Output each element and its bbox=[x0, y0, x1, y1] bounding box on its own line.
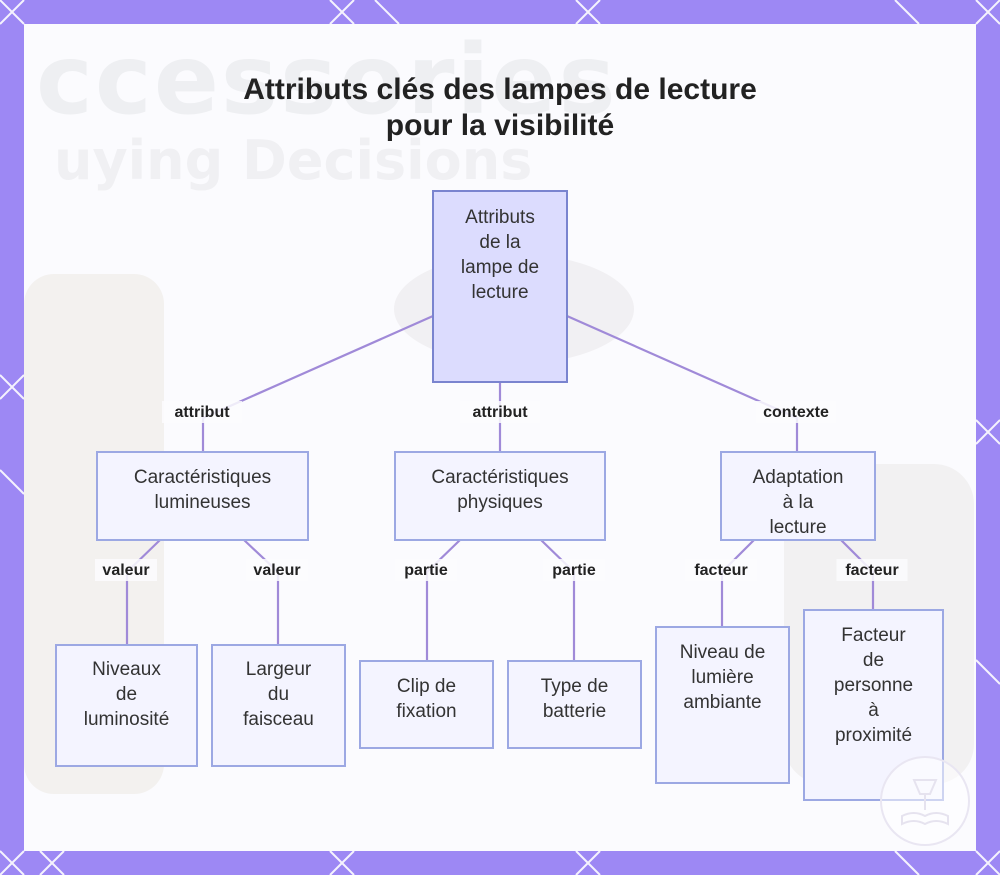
node-label-lumineuses-line-1: Caractéristiques bbox=[134, 467, 271, 488]
node-ambiante: Niveau de lumière ambiante bbox=[655, 626, 790, 784]
node-box-lumineuses bbox=[96, 451, 309, 541]
node-box-ambiante bbox=[655, 626, 790, 784]
node-label-physiques-line-1: Caractéristiques bbox=[431, 467, 568, 488]
node-label-proximite-line-5: proximité bbox=[835, 725, 912, 746]
node-box-faisceau bbox=[211, 644, 346, 767]
edge-label-root-to-lumineuses: attribut bbox=[174, 404, 230, 421]
node-label-adaptation-line-2: à la bbox=[783, 492, 814, 513]
edge-label-lumineuses-to-luminosite: valeur bbox=[102, 562, 149, 579]
edge-label-adaptation-to-proximite: facteur bbox=[845, 562, 898, 579]
edge-label-background bbox=[836, 559, 908, 581]
edge-root-to-adaptation bbox=[566, 314, 799, 452]
edge-lumineuses-to-faisceau bbox=[243, 539, 280, 645]
node-label-luminosite-line-2: de bbox=[116, 684, 137, 705]
edge-label-background bbox=[95, 559, 157, 581]
edge-label-background bbox=[756, 401, 836, 423]
edge-label-root-to-physiques: attribut bbox=[472, 404, 528, 421]
node-label-root-line-1: Attributs bbox=[465, 207, 535, 228]
edge-label-adaptation-to-ambiante: facteur bbox=[694, 562, 747, 579]
node-box-batterie bbox=[507, 660, 642, 749]
title-line-1: Attributs clés des lampes de lecture bbox=[243, 73, 757, 106]
node-label-root-line-4: lecture bbox=[471, 282, 528, 303]
node-label-ambiante-line-3: ambiante bbox=[683, 692, 761, 713]
edge-label-background bbox=[162, 401, 242, 423]
node-label-luminosite-line-1: Niveaux bbox=[92, 659, 161, 680]
node-label-ambiante-line-2: lumière bbox=[691, 667, 753, 688]
node-adaptation: Adaptation à la lecture bbox=[720, 451, 876, 541]
edge-label-background bbox=[685, 559, 757, 581]
edge-label-lumineuses-to-faisceau: valeur bbox=[253, 562, 300, 579]
node-label-ambiante-line-1: Niveau de bbox=[680, 642, 766, 663]
edge-adaptation-to-ambiante bbox=[720, 539, 755, 627]
node-label-luminosite-line-3: luminosité bbox=[84, 709, 170, 730]
node-faisceau: Largeur du faisceau bbox=[211, 644, 346, 767]
node-label-faisceau-line-3: faisceau bbox=[243, 709, 314, 730]
edge-physiques-to-batterie bbox=[540, 539, 576, 661]
node-label-physiques-line-2: physiques bbox=[457, 492, 543, 513]
node-label-batterie-line-1: Type de bbox=[541, 676, 609, 697]
title-line-2: pour la visibilité bbox=[385, 109, 615, 142]
background-watermark-sub: uying Decisions bbox=[54, 129, 533, 192]
node-label-clip-line-2: fixation bbox=[396, 701, 456, 722]
edge-label-background bbox=[246, 559, 308, 581]
node-label-root-line-3: lampe de bbox=[461, 257, 539, 278]
node-label-batterie-line-2: batterie bbox=[543, 701, 606, 722]
edge-physiques-to-clip bbox=[425, 539, 461, 661]
edge-label-root-to-adaptation: contexte bbox=[763, 404, 829, 421]
node-label-adaptation-line-1: Adaptation bbox=[753, 467, 844, 488]
node-box-adaptation bbox=[720, 451, 876, 541]
node-box-physiques bbox=[394, 451, 606, 541]
node-label-adaptation-line-3: lecture bbox=[769, 517, 826, 538]
node-root: Attributs de la lampe de lecture bbox=[432, 190, 568, 383]
node-label-clip-line-1: Clip de bbox=[397, 676, 456, 697]
diagram-title: Attributs clés des lampes de lecture pou… bbox=[0, 72, 1000, 144]
node-luminosite: Niveaux de luminosité bbox=[55, 644, 198, 767]
node-batterie: Type de batterie bbox=[507, 660, 642, 749]
node-physiques: Caractéristiques physiques bbox=[394, 451, 606, 541]
edge-label-background bbox=[395, 559, 457, 581]
edge-label-physiques-to-clip: partie bbox=[404, 562, 448, 579]
edge-root-to-lumineuses bbox=[201, 314, 434, 452]
edge-label-background bbox=[460, 401, 540, 423]
edge-labels-layer: attribut attribut contexte valeur valeur part… bbox=[95, 401, 908, 581]
edge-lumineuses-to-luminosite bbox=[125, 539, 161, 645]
node-label-faisceau-line-2: du bbox=[268, 684, 289, 705]
node-label-proximite-line-1: Facteur bbox=[841, 625, 906, 646]
node-box-root bbox=[432, 190, 568, 383]
edge-label-physiques-to-batterie: partie bbox=[552, 562, 596, 579]
node-lumineuses: Caractéristiques lumineuses bbox=[96, 451, 309, 541]
lamp-book-icon bbox=[880, 756, 970, 846]
node-label-lumineuses-line-2: lumineuses bbox=[154, 492, 250, 513]
node-label-root-line-2: de la bbox=[479, 232, 521, 253]
node-clip: Clip de fixation bbox=[359, 660, 494, 749]
node-label-proximite-line-2: de bbox=[863, 650, 884, 671]
node-label-proximite-line-4: à bbox=[868, 700, 879, 721]
node-box-luminosite bbox=[55, 644, 198, 767]
background-watermark: ccessories bbox=[36, 24, 618, 136]
node-label-faisceau-line-1: Largeur bbox=[246, 659, 312, 680]
edge-label-background bbox=[543, 559, 605, 581]
node-label-proximite-line-3: personne bbox=[834, 675, 913, 696]
node-box-clip bbox=[359, 660, 494, 749]
